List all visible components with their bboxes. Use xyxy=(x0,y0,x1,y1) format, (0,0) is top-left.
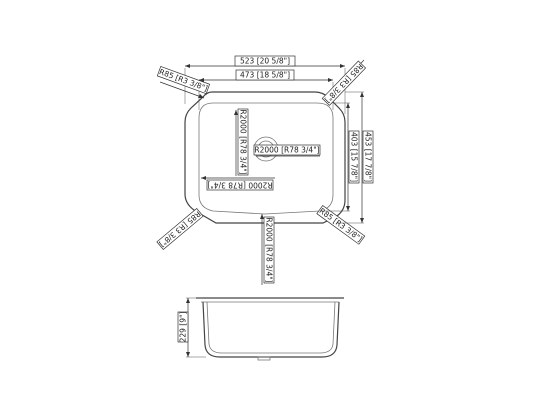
left-wall-radius-callout: R2000 [R78 3/4"] xyxy=(234,108,249,176)
bottom-radius-callout: R2000 [R78 3/4"] xyxy=(260,214,275,285)
side-view-drain-stub xyxy=(257,356,271,361)
sink-outer-outline xyxy=(184,91,346,224)
overall-depth-label: 453 [17 7/8"] xyxy=(364,132,373,182)
overall-width-dimension: 523 [20 5/8"] xyxy=(184,55,346,114)
inner-width-dimension: 473 [18 5/8"] xyxy=(198,69,334,110)
bottom-left-radius-callout: R2000 [R78 3/4"] xyxy=(201,176,275,191)
corner-radius-top-right: R85 [R3 3/8"] xyxy=(321,59,367,106)
overall-width-label: 523 [20 5/8"] xyxy=(240,57,290,66)
inner-depth-label: 403 [15 7/8"] xyxy=(350,132,359,182)
left-wall-radius-label: R2000 [R78 3/4"] xyxy=(239,109,248,174)
bowl-height-dimension: 229 [9"] xyxy=(177,297,206,358)
corner-radius-top-left: R85 [R3 3/8"] xyxy=(156,66,211,99)
corner-radius-bottom-left: R85 [R3 3/8"] xyxy=(156,207,204,251)
top-view xyxy=(184,91,346,224)
corner-radius-bottom-right: R85 [R3 3/8"] xyxy=(316,205,366,245)
corner-radius-top-right-label: R85 [R3 3/8"] xyxy=(323,62,365,105)
side-view-bowl-profile xyxy=(202,301,340,358)
corner-radius-bottom-left-label: R85 [R3 3/8"] xyxy=(158,209,203,249)
bottom-radius-label: R2000 [R78 3/4"] xyxy=(265,217,274,282)
drain-radius-label: R2000 [R78 3/4"] xyxy=(254,146,319,155)
overall-depth-dimension: 453 [17 7/8"] xyxy=(337,91,374,224)
side-view xyxy=(196,297,344,361)
sink-inner-bowl-outline xyxy=(198,102,334,215)
inner-width-label: 473 [18 5/8"] xyxy=(240,71,290,80)
bowl-height-label: 229 [9"] xyxy=(179,312,188,343)
inner-depth-dimension: 403 [15 7/8"] xyxy=(320,102,360,212)
bottom-left-radius-label: R2000 [R78 3/4"] xyxy=(207,181,272,190)
drain-radius-callout: R2000 [R78 3/4"] xyxy=(253,144,321,157)
